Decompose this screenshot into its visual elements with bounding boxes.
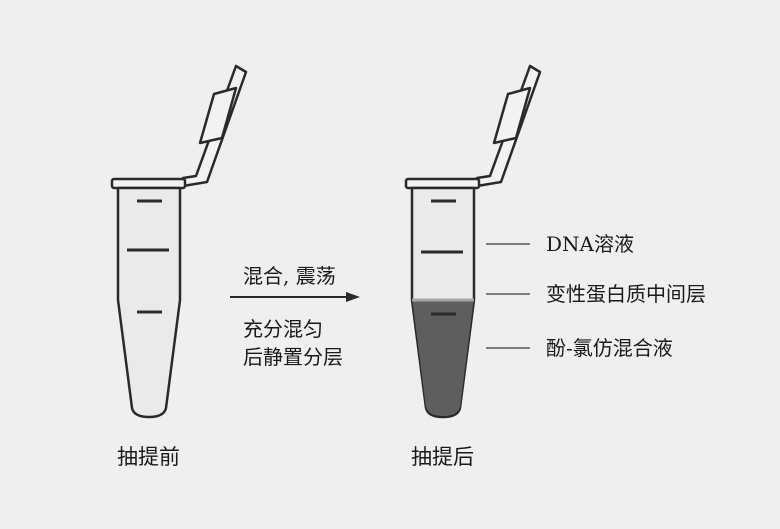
lower-layer-fill <box>412 301 474 416</box>
tube-after-cap <box>492 86 532 145</box>
arrow-label-below-2: 后静置分层 <box>243 345 343 369</box>
layer-label-top: DNA溶液 <box>546 232 634 256</box>
tube-before-rim <box>110 177 187 190</box>
caption-before: 抽提前 <box>117 445 180 469</box>
layer-label-bottom: 酚-氯仿混合液 <box>546 336 673 360</box>
leader-lines <box>486 243 530 349</box>
tube-after-rim <box>404 177 481 190</box>
arrow-label-above: 混合, 震荡 <box>243 264 336 288</box>
layer-label-middle: 变性蛋白质中间层 <box>546 282 706 306</box>
tube-before-body <box>116 186 182 419</box>
process-arrow <box>230 292 360 302</box>
tube-after <box>404 64 542 419</box>
caption-after: 抽提后 <box>411 445 474 469</box>
tube-before <box>110 64 248 419</box>
tube-before-cap <box>198 86 238 145</box>
arrow-label-below-1: 充分混匀 <box>243 317 323 341</box>
